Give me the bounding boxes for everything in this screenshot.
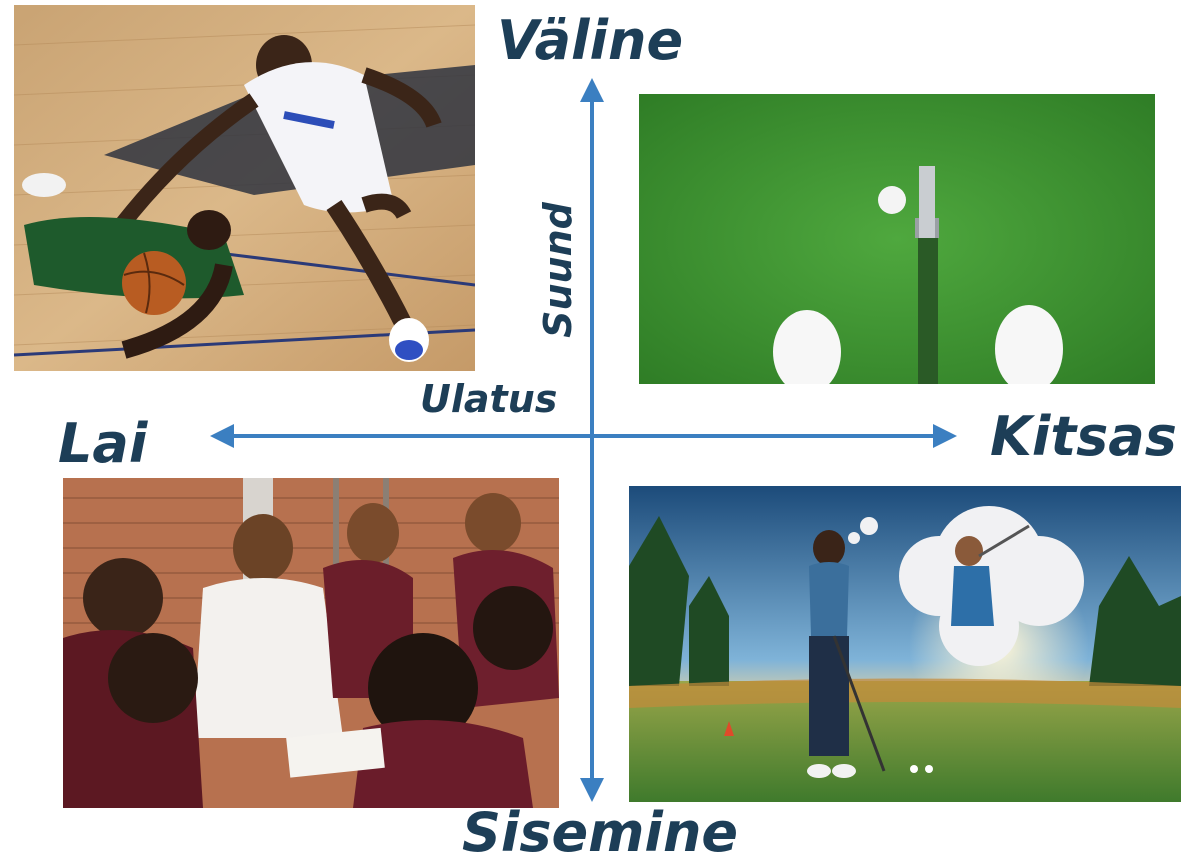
basketball-game-photo [14, 5, 475, 371]
golfer-visualization-photo [629, 486, 1181, 802]
vertical-axis-name: Suund [536, 202, 580, 338]
pole-label-top: Väline [497, 9, 684, 72]
pole-label-right: Kitsas [990, 405, 1177, 468]
pole-label-bottom: Sisemine [462, 801, 739, 864]
horizontal-axis-name: Ulatus [420, 377, 558, 421]
golf-putting-photo [639, 94, 1155, 384]
pole-label-left: Lai [58, 412, 148, 475]
team-huddle-photo [63, 478, 559, 808]
